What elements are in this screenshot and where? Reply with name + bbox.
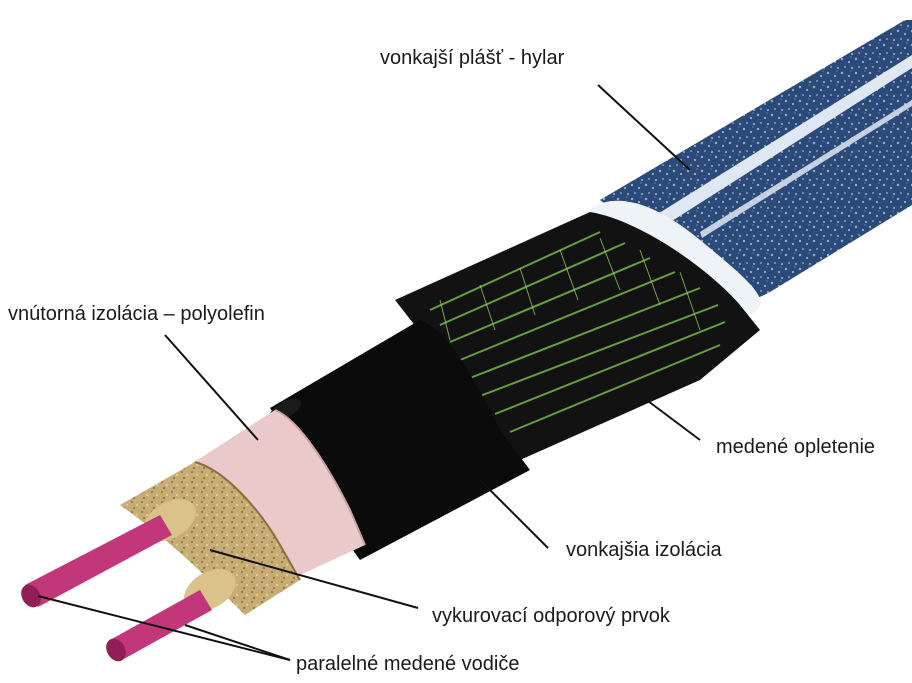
leader-outer-insulation [480,480,548,548]
leader-copper-braid [640,395,700,440]
label-copper-braid: medené opletenie [716,437,875,457]
leader-outer-jacket [598,85,690,170]
leader-conductor-2 [185,625,290,660]
label-conductors: paralelné medené vodiče [296,654,520,674]
label-inner-insulation: vnútorná izolácia – polyolefin [8,304,265,324]
leader-inner-insulation [165,335,258,440]
label-heating-element: vykurovací odporový prvok [432,606,670,626]
label-outer-insulation: vonkajšia izolácia [566,540,722,560]
label-outer-jacket: vonkajší plášť - hylar [380,48,564,68]
